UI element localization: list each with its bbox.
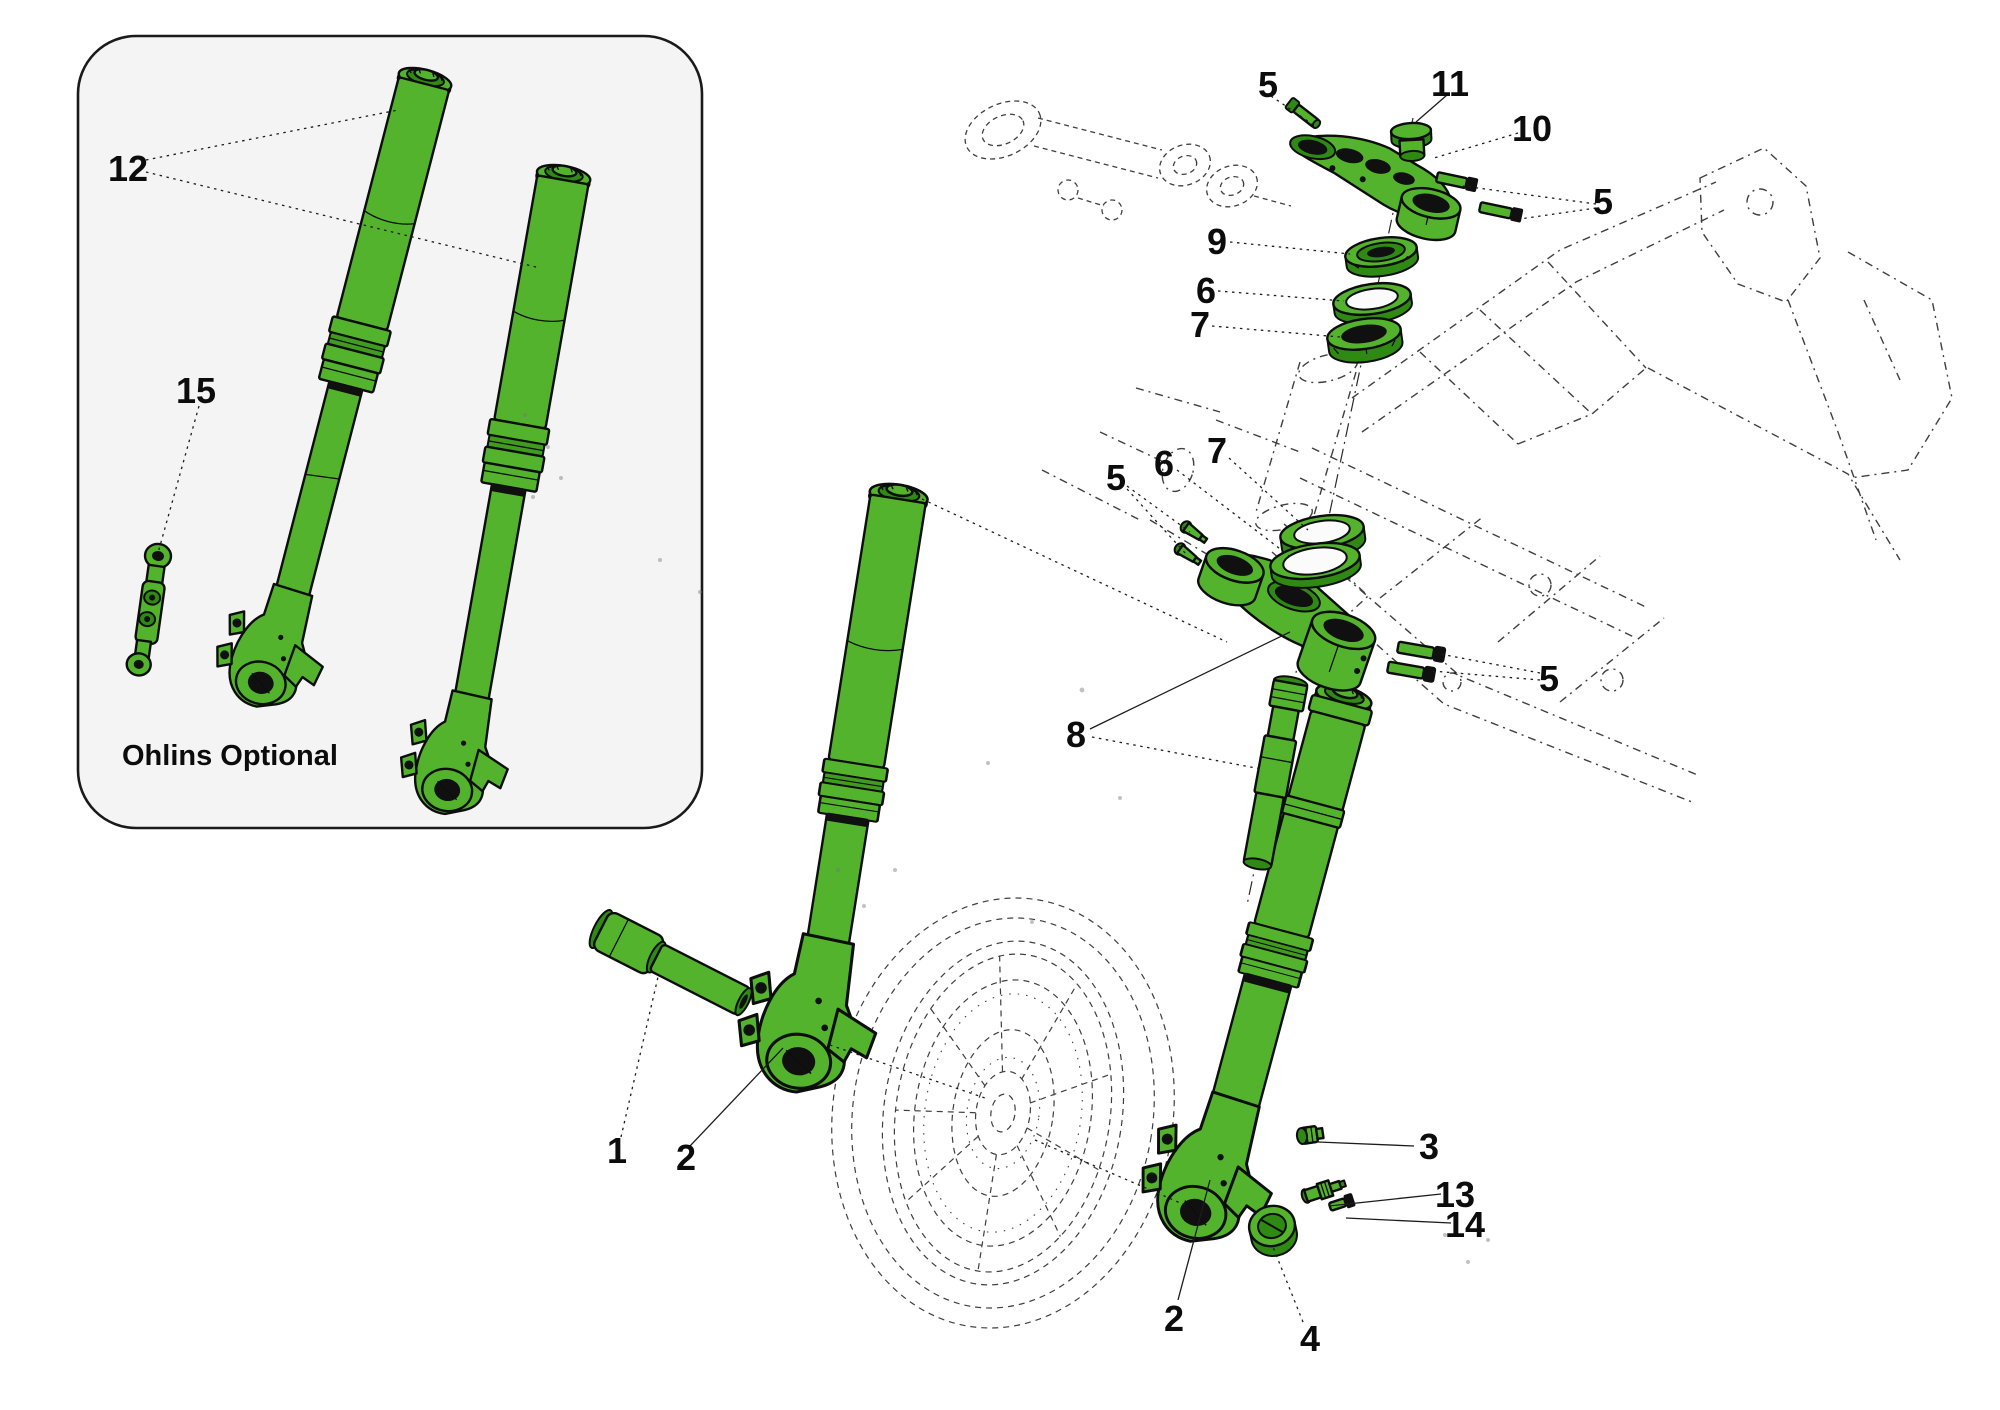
leader-12-upper bbox=[145, 109, 399, 161]
callout-9: 9 bbox=[1207, 221, 1227, 262]
callout-1: 1 bbox=[607, 1130, 627, 1171]
callout-14: 14 bbox=[1445, 1204, 1485, 1245]
fitting-13 bbox=[1300, 1179, 1347, 1204]
callout-3: 3 bbox=[1419, 1126, 1439, 1167]
front-wheel-axle bbox=[588, 909, 753, 1017]
fork-leg-right bbox=[1126, 678, 1376, 1260]
bolt-5-clamp-2 bbox=[1386, 660, 1437, 683]
callout-2-left: 2 bbox=[676, 1137, 696, 1178]
halftone-speckle bbox=[523, 413, 1490, 1264]
axle-cap-4 bbox=[1247, 1204, 1298, 1257]
callout-labels: 5 11 10 5 9 6 7 7 6 5 5 8 1 2 3 13 14 2 … bbox=[607, 63, 1613, 1359]
callout-7-upper: 7 bbox=[1190, 304, 1210, 345]
nut-3 bbox=[1295, 1125, 1325, 1145]
top-triple-clamp bbox=[1289, 134, 1462, 242]
plug-5-mid-1 bbox=[1179, 520, 1209, 545]
bolt-5-clamp-1 bbox=[1396, 640, 1447, 663]
callout-15: 15 bbox=[176, 370, 216, 411]
callout-5-top: 5 bbox=[1258, 64, 1278, 105]
bearing-top-cap-9 bbox=[1344, 236, 1420, 278]
bolt-5-right-2 bbox=[1478, 201, 1524, 223]
callout-5-right: 5 bbox=[1593, 181, 1613, 222]
front-wheel-wireframe bbox=[831, 897, 1175, 1329]
bearing-7-upper bbox=[1326, 317, 1404, 364]
leader-15 bbox=[157, 405, 200, 554]
inset-fork-leg-left bbox=[204, 62, 455, 722]
callout-7-lower: 7 bbox=[1207, 430, 1227, 471]
callout-5-mid: 5 bbox=[1106, 457, 1126, 498]
leader-12-lower bbox=[145, 171, 541, 269]
callout-11: 11 bbox=[1431, 63, 1469, 104]
inset-box: 12 15 Ohlins Optional bbox=[76, 34, 704, 830]
steering-stem bbox=[1242, 675, 1309, 871]
callout-6-upper: 6 bbox=[1196, 270, 1216, 311]
bolt-5-right-1 bbox=[1435, 171, 1479, 192]
callout-12: 12 bbox=[108, 148, 148, 189]
callout-5-clamp: 5 bbox=[1539, 658, 1559, 699]
inset-link-part-15 bbox=[125, 542, 173, 677]
bearing-ring-6-lower bbox=[1269, 541, 1362, 589]
bearing-ring-6-upper bbox=[1332, 281, 1413, 325]
callout-6-lower: 6 bbox=[1154, 443, 1174, 484]
leader-lines bbox=[620, 94, 1597, 1323]
callout-8: 8 bbox=[1066, 714, 1086, 755]
fork-leg-center bbox=[727, 479, 931, 1105]
handlebar-wireframe bbox=[964, 100, 1292, 221]
callout-2-right: 2 bbox=[1164, 1298, 1184, 1339]
inset-fork-leg-right bbox=[391, 160, 594, 825]
inset-caption: Ohlins Optional bbox=[122, 740, 338, 772]
frame-wireframe bbox=[1041, 147, 1953, 803]
plug-5-mid-2 bbox=[1173, 542, 1203, 567]
bolt-5-top-left bbox=[1284, 97, 1322, 130]
callout-10: 10 bbox=[1512, 108, 1552, 149]
steering-head-nut bbox=[1389, 121, 1433, 162]
callout-4: 4 bbox=[1300, 1318, 1320, 1359]
callout-13: 13 bbox=[1435, 1174, 1475, 1215]
